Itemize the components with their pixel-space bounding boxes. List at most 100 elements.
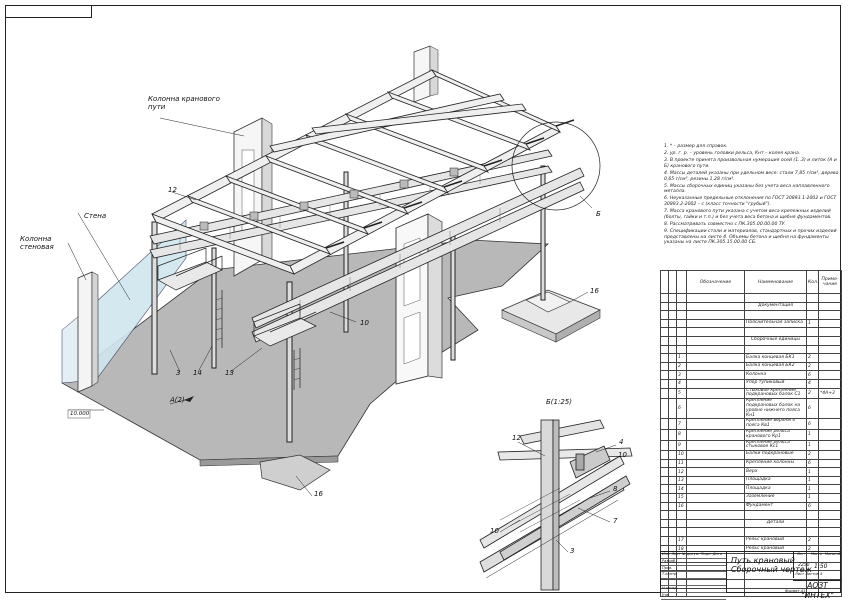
spec-cell (818, 301, 842, 312)
spec-cell (686, 344, 745, 355)
spec-cell (660, 418, 669, 430)
note-item: 3. В проекте принята произвольная нумера… (664, 157, 837, 169)
spec-cell (668, 518, 677, 529)
callout-16-right: 16 (590, 287, 599, 295)
spec-cell: Крепление рельса кранового Кр1 (744, 428, 807, 441)
spec-cell (686, 518, 745, 529)
spec-cell (676, 301, 687, 312)
spec-cell: 1 (676, 353, 687, 363)
spec-cell (668, 398, 677, 420)
spec-cell (686, 501, 745, 512)
spec-header-cell: Обозначение (686, 270, 745, 294)
spec-cell (660, 536, 669, 546)
spec-cell (744, 327, 807, 337)
spec-header-cell (668, 270, 677, 294)
spec-cell (806, 518, 819, 529)
spec-cell (686, 293, 745, 303)
spec-cell (668, 501, 677, 512)
sheet-format: Формат А1 (785, 589, 806, 593)
tb-header-lit: Лит. (797, 552, 805, 556)
spec-cell (668, 458, 677, 469)
label-detail-b: Б(1:25) (546, 398, 572, 406)
callout-12: 12 (168, 186, 177, 194)
spec-header-cell (660, 270, 669, 294)
spec-cell: Площадка (744, 475, 807, 486)
spec-cell (818, 439, 842, 452)
tb-row: Разраб. (661, 559, 726, 566)
spec-cell (818, 370, 842, 380)
spec-cell: 6 (806, 501, 819, 512)
tb-row (661, 579, 726, 586)
spec-cell (660, 458, 669, 469)
spec-cell: 6 (676, 398, 687, 420)
hoist-trolleys (199, 167, 459, 231)
spec-cell: 7 (676, 418, 687, 430)
spec-cell: 5 (676, 387, 687, 400)
spec-cell: 1 (806, 318, 819, 329)
spec-cell: Балка концевая БК1 (744, 353, 807, 363)
wall-column (77, 271, 93, 393)
spec-cell: 6 (806, 370, 819, 380)
detail-callout-8: 8 (613, 485, 618, 493)
label-wall: Стена (84, 212, 107, 220)
spec-cell (686, 301, 745, 312)
title-block-signatures: Изм. Лист № докум. Подп. Дата Разраб. Пр… (661, 552, 727, 600)
note-item: 2. ур. г. р. – уровень головки рельса, K… (664, 150, 801, 156)
spec-cell: 13 (676, 475, 687, 486)
drawing-mass: 2250 (798, 563, 810, 568)
drawing-scale: 1:50 (814, 563, 828, 570)
spec-header-cell: Приме- чание (818, 270, 842, 294)
spec-header-cell: Наименование (744, 270, 807, 294)
spec-cell (806, 335, 819, 346)
spec-cell (660, 501, 669, 512)
detail-callout-4: 4 (619, 438, 624, 446)
spec-cell (668, 353, 677, 363)
detail-callout-10a: 10 (618, 451, 627, 459)
spec-cell (818, 327, 842, 337)
spec-cell (660, 439, 669, 452)
foundation-block-bottom (259, 454, 331, 491)
spec-cell (668, 370, 677, 380)
spec-cell: 6 (806, 398, 819, 420)
spec-cell (806, 310, 819, 320)
spec-cell: 1 (806, 439, 819, 452)
spec-cell (806, 301, 819, 312)
spec-cell: Фундамент (744, 501, 807, 512)
callout-10: 10 (360, 319, 369, 327)
label-crane-column: Колонна кранового пути (148, 95, 220, 111)
spec-cell (806, 510, 819, 520)
spec-cell: 1 (806, 475, 819, 486)
spec-cell (806, 327, 819, 337)
spec-cell (818, 510, 842, 520)
spec-cell (660, 318, 669, 329)
right-foundation (501, 289, 601, 343)
spec-cell (818, 318, 842, 329)
spec-cell (818, 458, 842, 469)
tb-row: Изм. Лист № докум. Подп. Дата (661, 552, 726, 559)
spec-cell (676, 510, 687, 520)
spec-cell: Рельс крановый (744, 536, 807, 546)
spec-cell (744, 344, 807, 355)
spec-cell (668, 318, 677, 329)
spec-cell (660, 361, 669, 372)
spec-cell: *4А+3 (818, 387, 842, 400)
tb-row: Т.контр. (661, 572, 726, 580)
spec-row (660, 579, 842, 589)
spec-cell (660, 378, 669, 389)
spec-cell: 16 (676, 501, 687, 512)
spec-cell: 2 (806, 450, 819, 460)
spec-cell (686, 318, 745, 329)
spec-cell (668, 467, 677, 477)
spec-cell (660, 475, 669, 486)
spec-cell (660, 301, 669, 312)
spec-cell (676, 527, 687, 538)
spec-header-cell (676, 270, 687, 294)
spec-cell: 1 (806, 428, 819, 441)
